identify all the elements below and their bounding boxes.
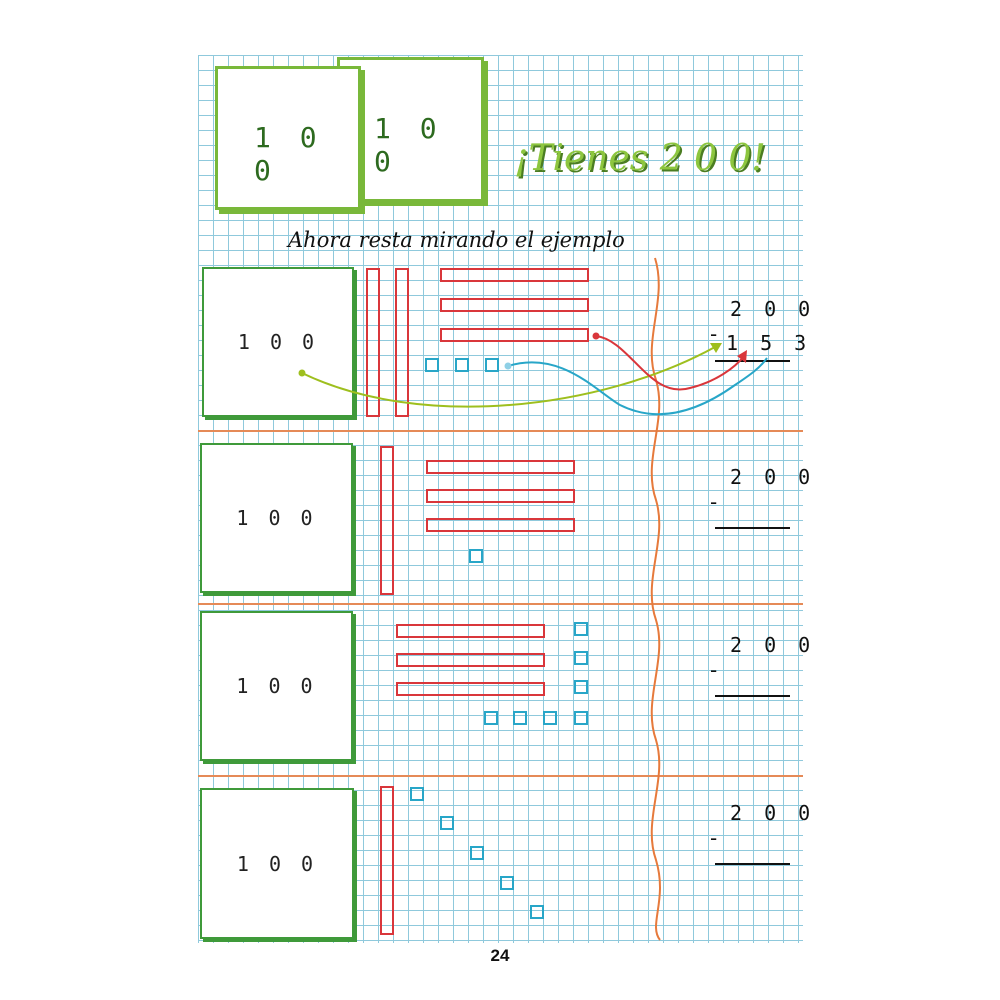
hundred-block: 1 0 0	[200, 611, 353, 761]
unit-cube	[574, 651, 588, 665]
hundred-block: 1 0 0	[200, 443, 353, 593]
minuend: 2 0 0	[730, 801, 816, 825]
ten-rod-horizontal	[426, 518, 575, 532]
hundred-block: 1 0 0	[202, 267, 354, 417]
unit-cube	[425, 358, 439, 372]
ten-rod-horizontal	[426, 460, 575, 474]
minus-sign: -	[710, 826, 718, 850]
minuend: 2 0 0	[730, 633, 816, 657]
hundred-card-back-label: 1 0 0	[374, 112, 443, 178]
unit-cube	[410, 787, 424, 801]
hundred-block-label: 1 0 0	[236, 674, 317, 698]
units-arrow-start	[504, 362, 512, 370]
unit-cube	[530, 905, 544, 919]
answer-line	[715, 863, 790, 865]
unit-cube	[484, 711, 498, 725]
tens-arrow	[595, 335, 746, 391]
hundred-block-label: 1 0 0	[236, 506, 317, 530]
answer-line	[715, 360, 790, 362]
page-number: 24	[490, 946, 510, 965]
minuend: 2 0 0	[730, 297, 816, 321]
minus-sign: -	[710, 490, 718, 514]
minuend: 2 0 0	[730, 465, 816, 489]
hundreds-arrow-start	[298, 369, 306, 377]
unit-cube	[574, 622, 588, 636]
hundred-card-front-label: 1 0 0	[254, 121, 323, 187]
ten-rod-vertical	[380, 786, 394, 935]
unit-cube	[485, 358, 499, 372]
ten-rod-vertical	[380, 446, 394, 595]
instruction-text: Ahora resta mirando el ejemplo	[288, 228, 625, 252]
ten-rod-vertical	[395, 268, 409, 417]
hundred-block-label: 1 0 0	[236, 851, 318, 876]
ten-rod-horizontal	[396, 653, 545, 667]
ten-rod-vertical	[366, 268, 380, 417]
hundred-card-front: 1 0 0	[215, 66, 361, 210]
ten-rod-horizontal	[426, 489, 575, 503]
hundreds-arrow-head	[710, 343, 722, 353]
unit-cube	[455, 358, 469, 372]
unit-cube	[500, 876, 514, 890]
unit-cube	[513, 711, 527, 725]
hundred-block: 1 0 0	[200, 788, 354, 939]
ten-rod-horizontal	[440, 298, 589, 312]
row-separator-3	[198, 775, 803, 777]
subtrahend: 1 5 3	[726, 331, 812, 355]
wavy-divider-line	[650, 257, 661, 941]
unit-cube	[469, 549, 483, 563]
unit-cube	[574, 680, 588, 694]
row-separator-1	[198, 430, 803, 432]
unit-cube	[574, 711, 588, 725]
answer-line	[715, 527, 790, 529]
ten-rod-horizontal	[396, 624, 545, 638]
hundred-block-label: 1 0 0	[237, 330, 319, 354]
hundreds-arrow	[301, 346, 716, 408]
minus-sign: -	[710, 322, 718, 346]
tens-arrow-start	[592, 332, 600, 340]
units-arrow	[507, 357, 768, 416]
ten-rod-horizontal	[396, 682, 545, 696]
ten-rod-horizontal	[440, 268, 589, 282]
ten-rod-horizontal	[440, 328, 589, 342]
minus-sign: -	[710, 658, 718, 682]
answer-line	[715, 695, 790, 697]
page-title: ¡Tienes 2 0 0!	[514, 138, 766, 179]
unit-cube	[470, 846, 484, 860]
row-separator-2	[198, 603, 803, 605]
unit-cube	[543, 711, 557, 725]
tens-arrow-head	[737, 350, 747, 363]
unit-cube	[440, 816, 454, 830]
